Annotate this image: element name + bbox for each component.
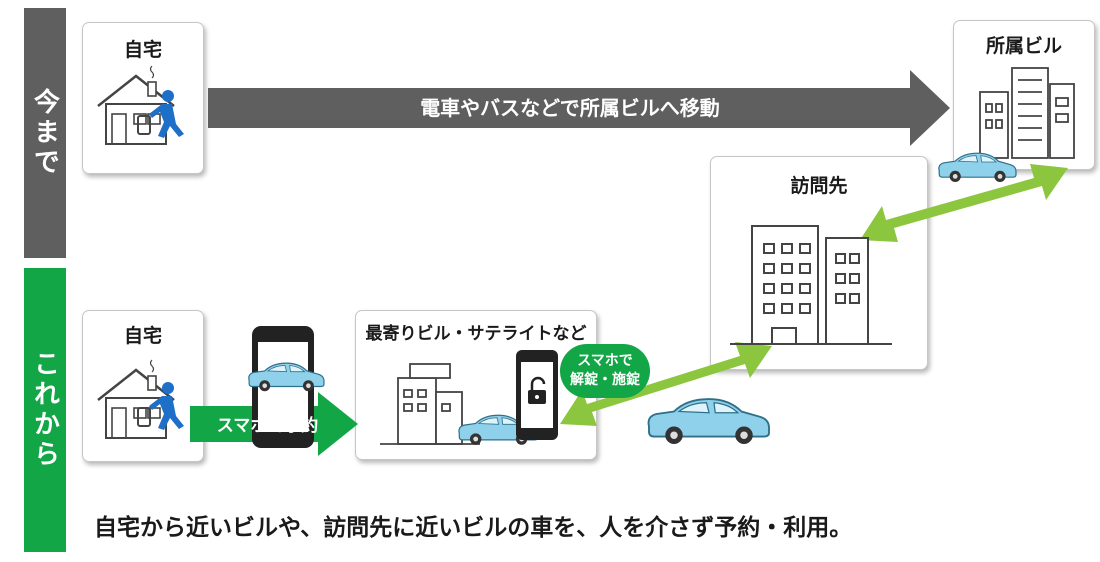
nearby-building-icon (380, 363, 480, 445)
current-period-label: 今まで (24, 8, 66, 258)
future-period-label: これから (24, 268, 66, 552)
nearby-title: 最寄りビル・サテライトなど (365, 324, 587, 344)
phone-lock-icon (516, 350, 558, 440)
commute-arrow-label: 電車やバスなどで所属ビルへ移動 (420, 96, 720, 120)
home-card-future: 自宅 (82, 310, 204, 462)
home-future-title: 自宅 (123, 325, 162, 347)
home-card-now: 自宅 (82, 22, 204, 174)
visit-title: 訪問先 (790, 175, 848, 197)
commute-arrow (208, 70, 950, 146)
office-building-icon (979, 67, 1075, 159)
visit-office-arrow (860, 164, 1068, 242)
car-icon (647, 398, 770, 445)
office-title: 所属ビル (985, 35, 1062, 57)
badge-line-2: 解錠・施錠 (570, 372, 640, 388)
reserve-arrow-label: スマホで予約 (216, 416, 319, 436)
caption: 自宅から近いビルや、訪問先に近いビルの車を、人を介さず予約・利用。 (94, 515, 853, 541)
badge-line-1: スマホで (577, 353, 633, 369)
unlock-lock-badge: スマホで 解錠・施錠 (560, 344, 650, 398)
home-now-title: 自宅 (123, 39, 162, 61)
nearby-visit-arrow (560, 342, 772, 426)
visit-building-icon (730, 225, 892, 345)
